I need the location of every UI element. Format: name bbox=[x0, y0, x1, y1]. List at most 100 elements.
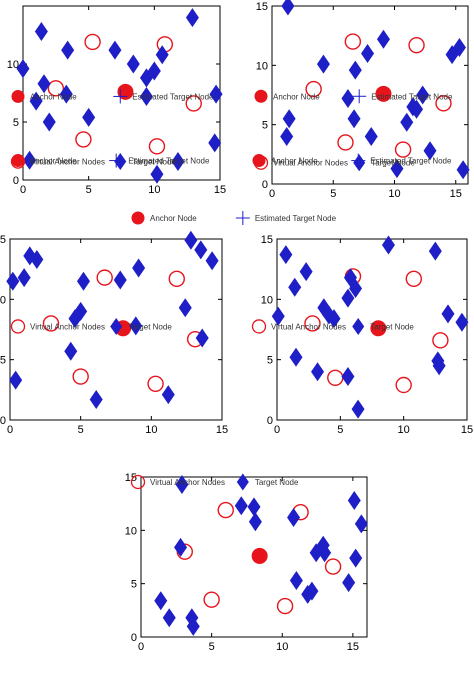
virtual-anchor-point bbox=[305, 80, 322, 98]
virtual-anchor-point bbox=[147, 375, 164, 392]
target-point bbox=[68, 309, 82, 329]
target-point bbox=[6, 271, 20, 291]
x-tick-label: 5 bbox=[78, 424, 84, 436]
virtual-anchor-point bbox=[84, 33, 101, 51]
target-point bbox=[341, 367, 355, 387]
target-point bbox=[29, 91, 43, 111]
target-point bbox=[139, 86, 153, 106]
legend-virtual-anchor-marker bbox=[130, 474, 146, 490]
x-tick-label: 0 bbox=[138, 641, 144, 653]
virtual-anchor-point bbox=[324, 558, 342, 575]
target-point bbox=[456, 160, 470, 180]
legend-estimated-label: Estimated Target Node bbox=[370, 157, 452, 166]
virtual-anchor-point bbox=[168, 270, 185, 288]
legend-estimated-label: Estimated Target Node bbox=[128, 157, 210, 166]
y-tick-label: 10 bbox=[125, 525, 137, 537]
target-point bbox=[17, 268, 31, 288]
target-point bbox=[376, 29, 390, 49]
virtual-anchor-point bbox=[96, 269, 113, 286]
y-tick-label: 5 bbox=[13, 117, 19, 129]
y-tick-label: 10 bbox=[256, 60, 268, 72]
legend-target-label: Target Node bbox=[370, 322, 414, 331]
legend-virtual-anchor-marker bbox=[10, 319, 26, 334]
target-point bbox=[194, 240, 208, 260]
target-point bbox=[341, 89, 355, 109]
target-point bbox=[349, 548, 363, 568]
target-point bbox=[282, 109, 296, 129]
y-tick-label: 15 bbox=[256, 1, 268, 13]
target-point bbox=[410, 99, 424, 119]
legend-anchor-marker bbox=[252, 154, 266, 168]
target-point bbox=[301, 584, 315, 604]
legend-estimated-label: Estimated Target Node bbox=[255, 214, 337, 223]
y-tick-label: 10 bbox=[0, 294, 6, 306]
y-tick-label: 10 bbox=[7, 59, 19, 71]
target-point bbox=[289, 347, 303, 367]
target-point bbox=[108, 40, 122, 60]
legend-anchor-marker bbox=[11, 154, 25, 168]
y-tick-label: 0 bbox=[267, 415, 273, 427]
target-point bbox=[147, 61, 161, 81]
virtual-anchor-point bbox=[217, 501, 234, 519]
target-point bbox=[390, 159, 404, 179]
x-tick-label: 0 bbox=[274, 424, 280, 436]
target-point bbox=[23, 246, 37, 266]
virtual-anchor-point bbox=[203, 591, 220, 608]
y-tick-label: 0 bbox=[13, 175, 19, 187]
target-point bbox=[416, 85, 430, 105]
target-point bbox=[423, 141, 437, 161]
y-tick-label: 10 bbox=[261, 294, 273, 306]
target-point bbox=[289, 570, 303, 590]
virtual-anchor-point bbox=[276, 597, 294, 615]
anchor-point bbox=[251, 547, 268, 564]
target-point bbox=[341, 288, 355, 308]
legend-virtual-anchor-marker bbox=[251, 319, 267, 334]
legend-target-marker bbox=[352, 317, 365, 335]
target-point bbox=[175, 474, 189, 494]
target-point bbox=[354, 514, 368, 534]
target-point bbox=[428, 241, 442, 261]
virtual-anchor-point bbox=[72, 368, 89, 385]
legend-estimated-label: Estimated Target Node bbox=[132, 92, 214, 101]
target-point bbox=[129, 316, 143, 336]
target-point bbox=[400, 112, 414, 132]
legend-target-marker bbox=[110, 317, 123, 335]
target-point bbox=[61, 40, 75, 60]
target-point bbox=[23, 150, 37, 170]
y-tick-label: 5 bbox=[0, 355, 6, 367]
anchor-point bbox=[117, 83, 134, 100]
target-point bbox=[113, 270, 127, 290]
anchor-point bbox=[370, 320, 387, 337]
virtual-anchor-point bbox=[337, 134, 354, 151]
y-tick-label: 15 bbox=[0, 234, 6, 246]
legend-virtual-anchor-label: Virtual Anchor Nodes bbox=[273, 159, 348, 168]
legend-anchor-label: Anchor Node bbox=[150, 214, 197, 223]
legend-virtual-anchor-label: Virtual Anchor Nodes bbox=[30, 158, 105, 167]
x-tick-label: 0 bbox=[7, 424, 13, 436]
legend-target-marker bbox=[236, 473, 249, 491]
y-tick-label: 15 bbox=[261, 234, 273, 246]
virtual-anchor-point bbox=[75, 131, 92, 148]
target-point bbox=[234, 496, 248, 516]
target-point bbox=[248, 512, 262, 532]
target-point bbox=[347, 109, 361, 129]
anchor-point bbox=[375, 85, 392, 102]
target-point bbox=[348, 60, 362, 80]
target-point bbox=[364, 127, 378, 147]
target-point bbox=[184, 230, 198, 250]
target-point bbox=[171, 151, 185, 171]
x-tick-label: 10 bbox=[145, 424, 157, 436]
target-point bbox=[311, 362, 325, 382]
target-point bbox=[34, 22, 48, 42]
target-point bbox=[9, 370, 23, 390]
target-point bbox=[455, 312, 469, 332]
x-tick-label: 10 bbox=[148, 184, 160, 196]
legend-virtual-anchor-label: Virtual Anchor Nodes bbox=[150, 478, 225, 487]
plot-area-frame bbox=[9, 238, 223, 421]
target-point bbox=[30, 250, 44, 270]
target-point bbox=[89, 389, 103, 409]
